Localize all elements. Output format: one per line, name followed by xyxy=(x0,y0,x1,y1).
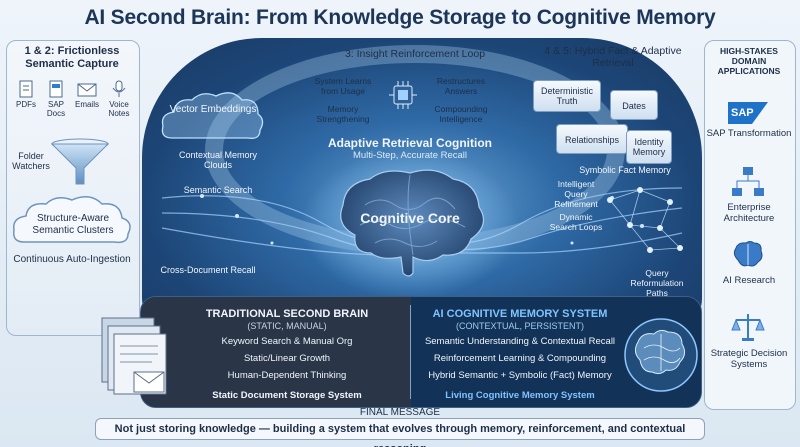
comparison-panel xyxy=(140,296,702,408)
loop-item: System Learns from Usage xyxy=(314,76,372,96)
page-title: AI Second Brain: From Knowledge Storage … xyxy=(84,6,716,29)
loop-item: Memory Strengthening xyxy=(316,104,370,124)
network-graph-icon xyxy=(607,187,683,253)
cognitive-footer: Living Cognitive Memory System xyxy=(445,390,595,401)
fact-box: Dates xyxy=(610,90,658,120)
cognitive-subtitle: (CONTEXTUAL, PERSISTENT) xyxy=(455,321,584,331)
hierarchy-icon xyxy=(732,167,764,196)
retrieval-subtitle: Multi-Step, Accurate Recall xyxy=(352,150,468,161)
clusters-label: Structure-Aware Semantic Clusters xyxy=(32,213,114,236)
folder-watchers-label: Folder Watchers xyxy=(12,151,50,171)
pdf-icon xyxy=(19,80,33,98)
capture-heading: 1 & 2: Frictionless Semantic Capture xyxy=(24,45,120,70)
fact-box: Identity Memory xyxy=(626,130,672,164)
sap-docs-icon xyxy=(49,80,63,98)
loop-item: Compounding Intelligence xyxy=(434,104,488,124)
scales-icon xyxy=(731,314,765,341)
traditional-item: Keyword Search & Manual Org xyxy=(221,336,353,347)
cognitive-item: Semantic Understanding & Contextual Reca… xyxy=(424,336,616,347)
hybrid-heading: 4 & 5: Hybrid Fact & Adaptive Retrieval xyxy=(544,45,682,69)
loop-item: Restructures Answers xyxy=(436,76,486,96)
final-message: Not just storing knowledge — building a … xyxy=(95,418,705,447)
funnel-icon xyxy=(50,138,110,185)
vector-embeddings-label: Vector Embeddings xyxy=(169,104,257,115)
cross-document-label: Cross-Document Recall xyxy=(160,265,256,275)
document-stack-icon xyxy=(101,317,167,395)
symbolic-label: Symbolic Fact Memory xyxy=(579,165,671,175)
cluster-cloud-icon xyxy=(12,196,131,244)
domain-heading: HIGH-STAKES DOMAIN APPLICATIONS xyxy=(717,46,781,76)
domain-item-label: SAP Transformation xyxy=(706,128,792,139)
input-label: Voice Notes xyxy=(108,100,130,118)
domain-item-label: AI Research xyxy=(722,275,776,286)
reformulation-label: Query Reformulation Paths xyxy=(630,268,684,298)
domain-panel xyxy=(704,40,796,410)
loop-heading: 3: Insight Reinforcement Loop xyxy=(344,48,486,60)
cognitive-item: Hybrid Semantic + Symbolic (Fact) Memory xyxy=(428,370,612,381)
domain-item-label: Strategic Decision Systems xyxy=(710,348,788,370)
divider xyxy=(410,305,411,399)
retrieval-title: Adaptive Retrieval Cognition xyxy=(327,136,493,150)
traditional-footer: Static Document Storage System xyxy=(212,390,362,401)
input-label: PDFs xyxy=(16,100,36,109)
traditional-item: Static/Linear Growth xyxy=(243,353,331,364)
brain-icon xyxy=(340,169,485,277)
auto-ingestion-label: Continuous Auto-Ingestion xyxy=(13,254,131,265)
fact-box: Deterministic Truth xyxy=(533,80,601,112)
input-label: Emails xyxy=(74,100,99,109)
input-label: SAP Docs xyxy=(46,100,66,118)
traditional-title: TRADITIONAL SECOND BRAIN xyxy=(205,308,369,320)
cognitive-core-label: Cognitive Core xyxy=(360,210,460,226)
fact-box: Relationships xyxy=(556,124,628,154)
cognitive-item: Reinforcement Learning & Compounding xyxy=(433,353,607,364)
vector-cloud-icon xyxy=(161,92,264,139)
brain-small-icon xyxy=(733,241,763,267)
sap-logo-text: SAP xyxy=(731,107,754,119)
traditional-item: Human-Dependent Thinking xyxy=(227,370,347,381)
microphone-icon xyxy=(112,80,126,97)
domain-item-label: Enterprise Architecture xyxy=(723,202,775,224)
refinement-label: Intelligent Query Refinement xyxy=(554,179,598,209)
traditional-subtitle: (STATIC, MANUAL) xyxy=(247,321,327,331)
traditional-section xyxy=(141,297,411,407)
search-loops-label: Dynamic Search Loops xyxy=(549,212,603,232)
glowing-brain-icon xyxy=(624,318,698,392)
cognitive-title: AI COGNITIVE MEMORY SYSTEM xyxy=(432,308,608,320)
processor-chip-icon xyxy=(389,81,417,109)
semantic-search-label: Semantic Search xyxy=(183,185,253,195)
email-icon xyxy=(77,83,97,97)
final-heading: FINAL MESSAGE xyxy=(359,407,441,418)
input-sources: PDFs SAP Docs Emails Voice Notes xyxy=(10,80,134,120)
contextual-clouds-label: Contextual Memory Clouds xyxy=(178,150,258,170)
